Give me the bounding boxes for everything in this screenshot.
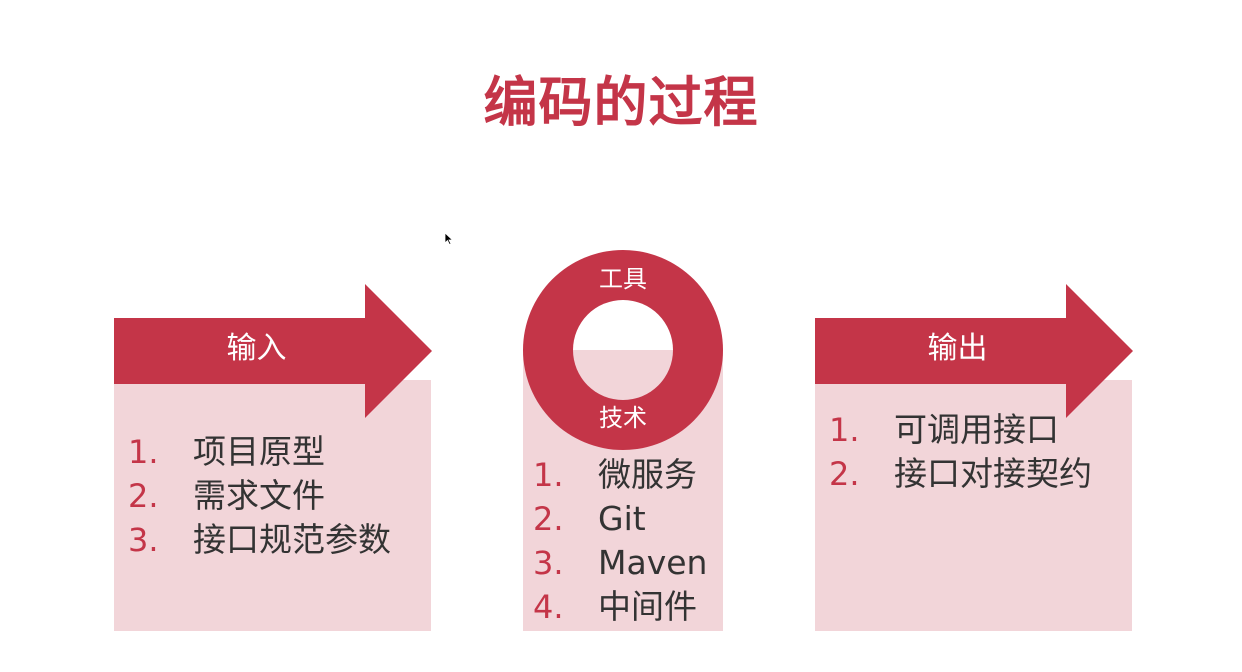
donut-top-label: 工具 [599,265,647,293]
list-item: 2. 需求文件 [128,474,428,518]
donut-ring [523,250,723,450]
arrow-shape [114,284,432,418]
arrow-shape [815,284,1133,418]
donut-bottom-label: 技术 [599,404,647,432]
list-text: Maven [598,543,708,582]
list-text: 项目原型 [193,432,325,471]
output-list: 1. 可调用接口 2. 接口对接契约 [829,408,1129,496]
list-item: 1. 项目原型 [128,430,428,474]
list-number: 2. [533,500,564,538]
mouse-cursor-icon [444,230,454,246]
list-item: 2. 接口对接契约 [829,452,1129,496]
slide-title: 编码的过程 [483,71,759,134]
tools-list: 1. 微服务 2. Git 3. Maven 4. 中间件 [533,453,723,629]
list-number: 3. [533,544,564,582]
list-item: 4. 中间件 [533,585,723,629]
list-text: 需求文件 [193,476,325,515]
list-text: 接口规范参数 [193,520,391,559]
list-number: 1. [829,411,860,449]
list-number: 2. [128,477,159,515]
input-panel [114,380,431,631]
list-text: Git [598,499,646,538]
list-item: 3. 接口规范参数 [128,518,428,562]
list-number: 4. [533,588,564,626]
list-text: 微服务 [598,455,697,494]
input-list: 1. 项目原型 2. 需求文件 3. 接口规范参数 [128,430,428,562]
input-arrow: 输入 [114,284,432,418]
list-item: 1. 微服务 [533,453,723,497]
list-number: 3. [128,521,159,559]
list-number: 1. [533,456,564,494]
list-text: 可调用接口 [894,410,1059,449]
list-item: 3. Maven [533,541,723,585]
input-arrow-label: 输入 [226,331,287,366]
output-arrow: 输出 [815,284,1133,418]
list-number: 2. [829,455,860,493]
list-item: 2. Git [533,497,723,541]
tools-donut [523,250,723,450]
list-text: 中间件 [598,587,697,626]
list-text: 接口对接契约 [894,454,1092,493]
output-arrow-label: 输出 [927,331,988,366]
list-item: 1. 可调用接口 [829,408,1129,452]
list-number: 1. [128,433,159,471]
output-panel [815,380,1132,631]
